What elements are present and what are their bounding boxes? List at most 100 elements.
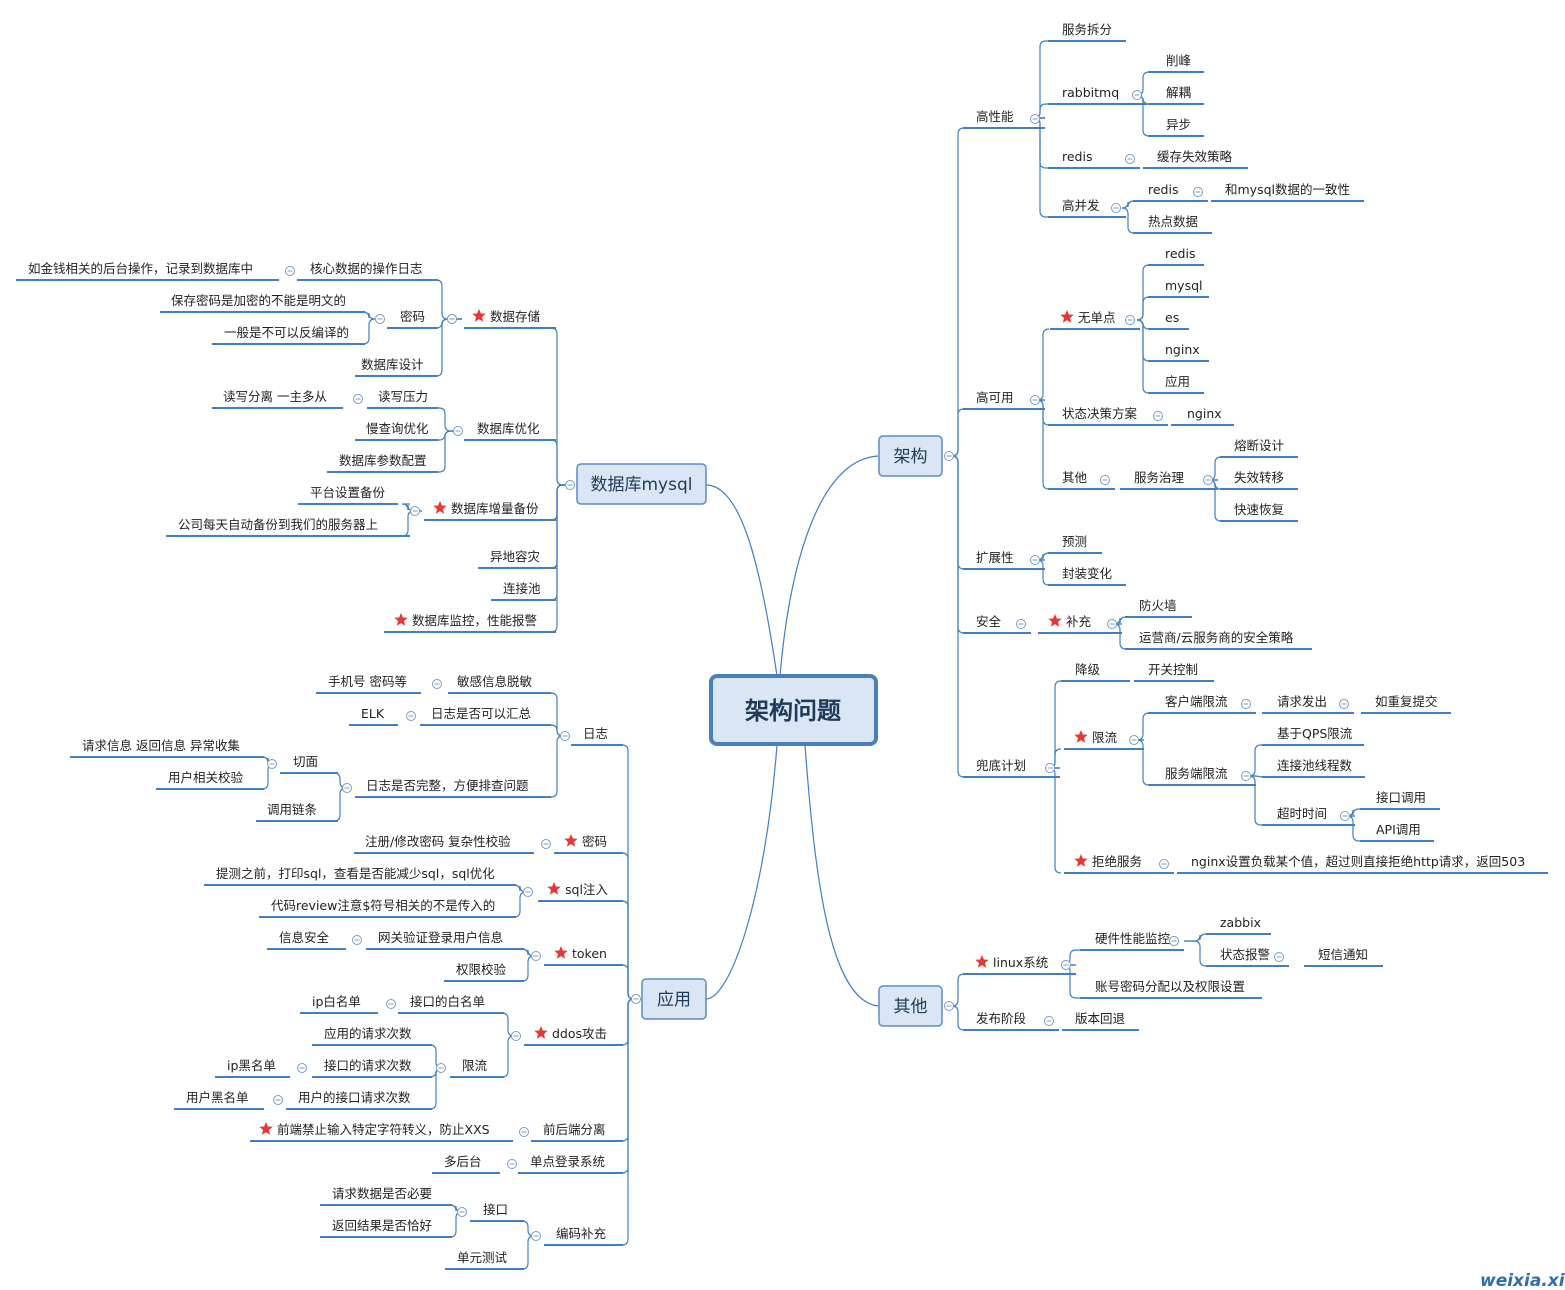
collapse-icon[interactable] bbox=[436, 1063, 446, 1073]
topic-mingan[interactable]: 敏感信息脱敏 bbox=[448, 674, 551, 694]
topic-redian[interactable]: 热点数据 bbox=[1133, 214, 1212, 234]
collapse-icon[interactable] bbox=[944, 1001, 954, 1011]
topic-kehuduan[interactable]: 客户端限流 bbox=[1148, 694, 1256, 714]
topic-lianjiechixc[interactable]: 连接池线程数 bbox=[1262, 758, 1365, 778]
topic-fengzhuang[interactable]: 封装变化 bbox=[1048, 566, 1126, 586]
collapse-icon[interactable] bbox=[531, 951, 541, 961]
topic-shouji[interactable]: 手机号 密码等 bbox=[316, 674, 421, 694]
topic-jkqingqiu[interactable]: 接口的请求次数 bbox=[312, 1058, 432, 1078]
topic-review[interactable]: 代码review注意$符号相关的不是传入的 bbox=[259, 898, 516, 918]
collapse-icon[interactable] bbox=[352, 935, 362, 945]
topic-jiankong[interactable]: 数据库监控，性能报警 bbox=[384, 613, 556, 633]
collapse-icon[interactable] bbox=[1045, 763, 1055, 773]
topic-elk[interactable]: ELK bbox=[349, 706, 398, 726]
topic-chaoshi[interactable]: 超时时间 bbox=[1262, 806, 1355, 826]
collapse-icon[interactable] bbox=[1016, 619, 1026, 629]
topic-baocun[interactable]: 保存密码是加密的不能是明文的 bbox=[160, 293, 365, 313]
collapse-icon[interactable] bbox=[1339, 699, 1349, 709]
collapse-icon[interactable] bbox=[1129, 735, 1139, 745]
collapse-icon[interactable] bbox=[1061, 960, 1071, 970]
collapse-icon[interactable] bbox=[1159, 859, 1169, 869]
collapse-icon[interactable] bbox=[565, 480, 575, 490]
topic-qianhou[interactable]: 前后端分离 bbox=[531, 1122, 623, 1142]
topic-buchong[interactable]: 补充 bbox=[1038, 614, 1122, 634]
collapse-icon[interactable] bbox=[273, 1095, 283, 1105]
topic-shixiao[interactable]: 失效转移 bbox=[1220, 470, 1298, 490]
topic-dandian[interactable]: 单点登录系统 bbox=[518, 1154, 623, 1174]
topic-wangguan[interactable]: 网关验证登录用户信息 bbox=[366, 930, 524, 950]
collapse-icon[interactable] bbox=[541, 839, 551, 849]
topic-bukefan[interactable]: 一般是不可以反编译的 bbox=[212, 325, 365, 345]
topic-yhhei[interactable]: 用户黑名单 bbox=[174, 1090, 264, 1110]
topic-ddos[interactable]: ddos攻击 bbox=[524, 1026, 623, 1046]
collapse-icon[interactable] bbox=[447, 314, 457, 324]
topic-pingtai[interactable]: 平台设置备份 bbox=[298, 485, 398, 505]
topic-du_es[interactable]: es bbox=[1148, 310, 1189, 330]
topic-hexin[interactable]: 核心数据的操作日志 bbox=[297, 261, 438, 281]
collapse-icon[interactable] bbox=[944, 451, 954, 461]
main-topic-mysql[interactable]: 数据库mysql bbox=[576, 463, 707, 505]
collapse-icon[interactable] bbox=[1241, 771, 1251, 781]
topic-mima_app[interactable]: 密码 bbox=[554, 834, 623, 854]
topic-huancun[interactable]: 缓存失效策略 bbox=[1143, 149, 1248, 169]
topic-fuwuduan[interactable]: 服务端限流 bbox=[1148, 766, 1256, 786]
collapse-icon[interactable] bbox=[1132, 90, 1142, 100]
topic-jinqian[interactable]: 如金钱相关的后台操作，记录到数据库中 bbox=[16, 261, 279, 281]
collapse-icon[interactable] bbox=[1153, 411, 1163, 421]
topic-qiemian[interactable]: 切面 bbox=[280, 754, 338, 774]
topic-sql[interactable]: sql注入 bbox=[538, 882, 623, 902]
topic-redis_a[interactable]: redis bbox=[1048, 149, 1140, 169]
collapse-icon[interactable] bbox=[1030, 555, 1040, 565]
collapse-icon[interactable] bbox=[1100, 475, 1110, 485]
topic-huizong[interactable]: 日志是否可以汇总 bbox=[420, 706, 551, 726]
topic-yyqingqiu[interactable]: 应用的请求次数 bbox=[312, 1026, 432, 1046]
topic-xuefeng[interactable]: 削峰 bbox=[1148, 53, 1204, 73]
main-topic-yingyong[interactable]: 应用 bbox=[641, 978, 707, 1020]
collapse-icon[interactable] bbox=[531, 1231, 541, 1241]
topic-wanzheng[interactable]: 日志是否完整，方便排查问题 bbox=[355, 778, 551, 798]
collapse-icon[interactable] bbox=[1169, 936, 1179, 946]
topic-ipbai[interactable]: ip白名单 bbox=[300, 994, 378, 1014]
topic-zt_nginx[interactable]: nginx bbox=[1171, 406, 1234, 426]
topic-dxfenli[interactable]: 读写分离 一主多从 bbox=[212, 389, 343, 409]
topic-qps[interactable]: 基于QPS限流 bbox=[1262, 726, 1364, 746]
topic-mima_db[interactable]: 密码 bbox=[387, 309, 438, 329]
topic-yuce[interactable]: 预测 bbox=[1048, 534, 1102, 554]
collapse-icon[interactable] bbox=[1340, 811, 1350, 821]
topic-chongfu[interactable]: 如重复提交 bbox=[1361, 694, 1451, 714]
topic-cunchu[interactable]: 数据存储 bbox=[464, 309, 556, 329]
topic-qingqiufachu[interactable]: 请求发出 bbox=[1262, 694, 1354, 714]
collapse-icon[interactable] bbox=[1044, 1016, 1054, 1026]
topic-duohoutai[interactable]: 多后台 bbox=[432, 1154, 500, 1174]
topic-yunying[interactable]: 运营商/云服务商的安全策略 bbox=[1125, 630, 1312, 650]
topic-duxie[interactable]: 读写压力 bbox=[367, 389, 438, 409]
collapse-icon[interactable] bbox=[406, 711, 416, 721]
topic-fuwuchaifen[interactable]: 服务拆分 bbox=[1048, 22, 1126, 42]
collapse-icon[interactable] bbox=[1241, 699, 1251, 709]
topic-duanxin[interactable]: 短信通知 bbox=[1304, 947, 1383, 967]
collapse-icon[interactable] bbox=[523, 887, 533, 897]
topic-diaoyong[interactable]: 调用链条 bbox=[256, 802, 338, 822]
topic-iphei[interactable]: ip黑名单 bbox=[215, 1058, 290, 1078]
topic-lianjiechi[interactable]: 连接池 bbox=[491, 581, 556, 601]
topic-rizhi[interactable]: 日志 bbox=[571, 726, 623, 746]
collapse-icon[interactable] bbox=[297, 1063, 307, 1073]
topic-redis_b[interactable]: redis bbox=[1133, 182, 1208, 202]
topic-baimingdan[interactable]: 接口的白名单 bbox=[398, 994, 504, 1014]
topic-tice[interactable]: 提测之前，打印sql，查看是否能减少sql，sql优化 bbox=[204, 866, 516, 886]
topic-wudandian[interactable]: 无单点 bbox=[1050, 310, 1140, 330]
collapse-icon[interactable] bbox=[1107, 619, 1117, 629]
topic-token[interactable]: token bbox=[544, 946, 623, 966]
collapse-icon[interactable] bbox=[453, 426, 463, 436]
collapse-icon[interactable] bbox=[410, 506, 420, 516]
topic-fabu[interactable]: 发布阶段 bbox=[963, 1011, 1059, 1031]
collapse-icon[interactable] bbox=[1274, 952, 1284, 962]
collapse-icon[interactable] bbox=[1125, 154, 1135, 164]
topic-zhanghao[interactable]: 账号密码分配以及权限设置 bbox=[1080, 979, 1262, 999]
topic-canshu[interactable]: 数据库参数配置 bbox=[327, 453, 438, 473]
topic-fanghuoqiang[interactable]: 防火墙 bbox=[1125, 598, 1192, 618]
collapse-icon[interactable] bbox=[353, 394, 363, 404]
topic-nginxjujue[interactable]: nginx设置负载某个值，超过则直接拒绝http请求，返回503 bbox=[1177, 854, 1548, 874]
central-topic[interactable]: 架构问题 bbox=[709, 674, 878, 746]
topic-xianliu_a[interactable]: 限流 bbox=[1064, 730, 1144, 750]
